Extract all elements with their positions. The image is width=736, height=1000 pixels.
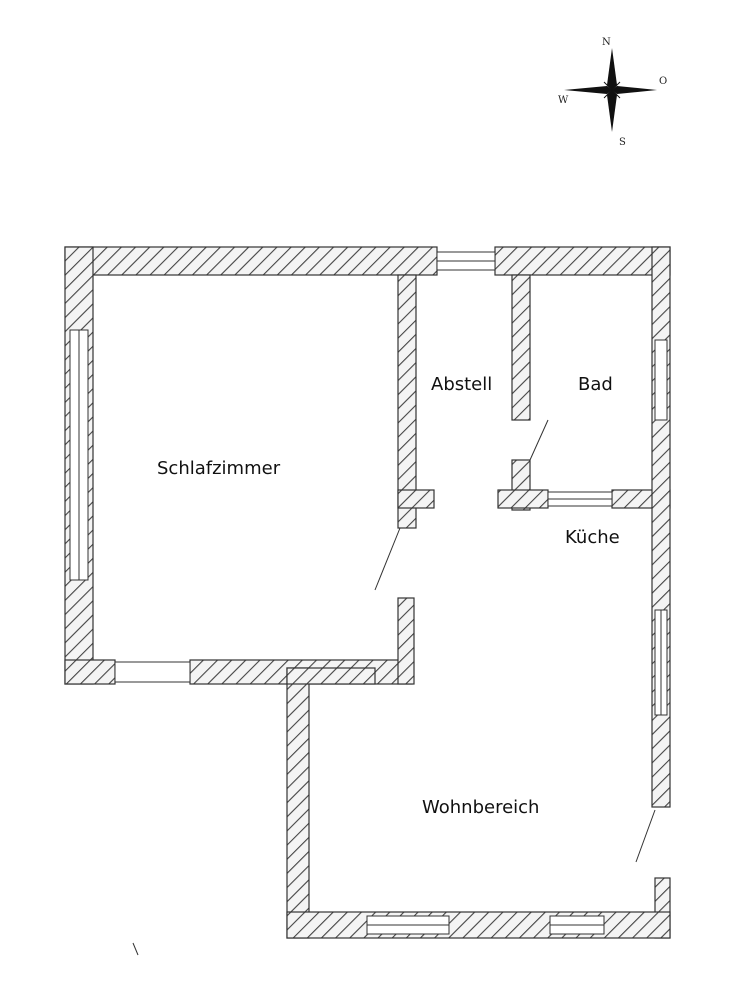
wall-bedroom-stub — [397, 489, 435, 509]
doors — [132, 419, 656, 956]
room-label-kueche: Küche — [565, 527, 620, 548]
wall-top-left — [64, 246, 438, 276]
wall-bedroom-bottom-a — [64, 659, 116, 685]
room-label-bad: Bad — [578, 374, 613, 395]
door-bad — [529, 419, 549, 461]
door-entrance — [635, 809, 656, 863]
windows — [69, 251, 668, 935]
wall-living-topstub — [286, 667, 376, 685]
compass-north: N — [602, 37, 611, 48]
compass-west: W — [558, 95, 569, 106]
window-right-upper — [654, 339, 668, 421]
wall-bad-bottom — [497, 489, 549, 509]
room-label-wohnbereich: Wohnbereich — [422, 797, 539, 818]
wall-right — [651, 246, 671, 808]
wall-abstell-divider — [511, 274, 531, 421]
compass-rose: N O S W — [558, 37, 667, 148]
window-bedroom-bottom — [114, 661, 191, 683]
compass-icon — [564, 48, 657, 132]
compass-south: S — [619, 137, 626, 148]
wall-bottom — [286, 911, 671, 939]
wall-bedroom-right-upper — [397, 274, 417, 529]
walls — [64, 246, 671, 939]
wall-living-left — [286, 667, 310, 939]
room-label-schlafzimmer: Schlafzimmer — [157, 458, 281, 479]
compass-east: O — [659, 76, 667, 87]
wall-bedroom-right-lower — [397, 597, 415, 685]
door-mark-bottom — [132, 942, 139, 956]
door-bedroom — [374, 527, 401, 591]
wall-top-right — [494, 246, 671, 276]
room-label-abstell: Abstell — [431, 374, 492, 395]
